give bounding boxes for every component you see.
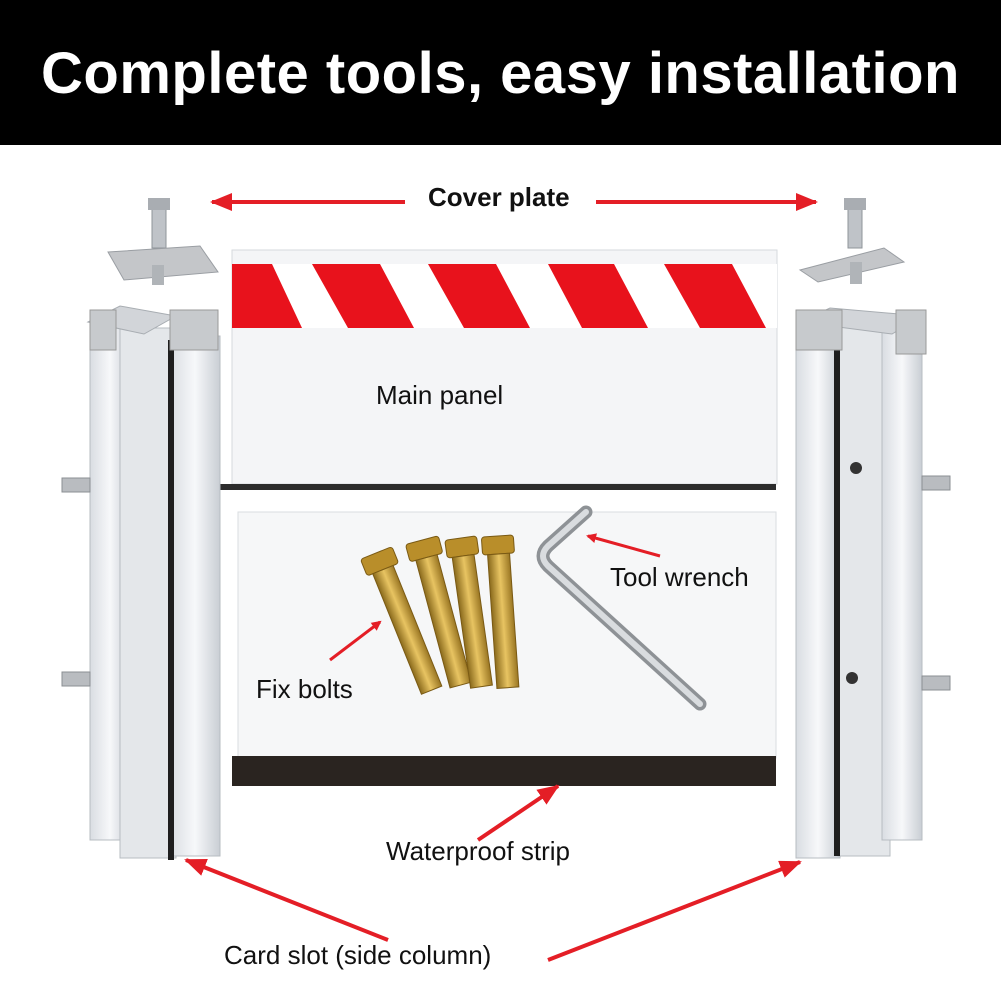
label-card-slot: Card slot (side column) [224, 940, 492, 970]
cover-plate-right [798, 198, 906, 284]
fix-bolts [360, 534, 520, 695]
side-column-right [795, 307, 951, 859]
main-panel [216, 249, 778, 490]
waterproof-strip-part [232, 756, 776, 786]
cover-plate-left [107, 198, 219, 285]
tool-wrench-arrow [586, 533, 661, 558]
side-column-left [61, 305, 221, 860]
label-tool-wrench: Tool wrench [610, 562, 749, 592]
warning-stripes [232, 264, 766, 328]
waterproof-strip-arrow [476, 784, 560, 842]
title-banner: Complete tools, easy installation [0, 0, 1001, 145]
label-waterproof-strip: Waterproof strip [386, 836, 570, 866]
fix-bolts-arrow [329, 620, 382, 662]
card-slot-arrows [184, 858, 802, 962]
label-cover-plate: Cover plate [428, 182, 570, 212]
tool-wrench [536, 505, 707, 711]
label-fix-bolts: Fix bolts [256, 674, 353, 704]
label-main-panel: Main panel [376, 380, 504, 410]
page-title: Complete tools, easy installation [41, 41, 960, 106]
